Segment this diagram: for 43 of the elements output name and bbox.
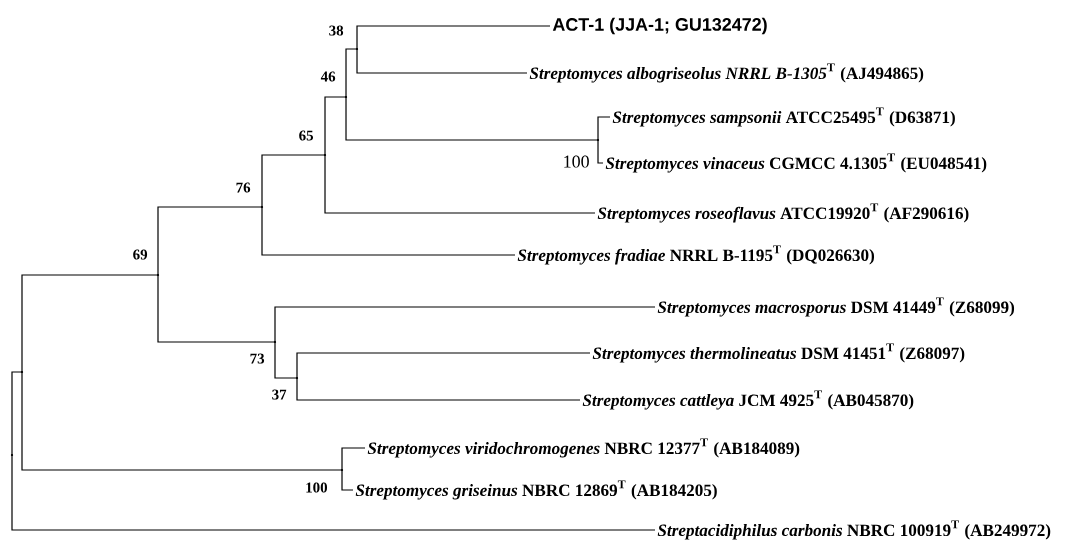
tree-branch — [11, 371, 23, 456]
taxon-label: Streptomyces sampsonii ATCC25495$^{T}$ (D63871) — [612, 107, 955, 127]
tree-branch — [274, 306, 656, 343]
tree-branch — [296, 377, 581, 401]
bootstrap-value: 69 — [133, 249, 148, 260]
bootstrap-value: 65 — [299, 130, 314, 141]
tree-branch — [274, 341, 298, 379]
tree-branch — [157, 274, 276, 343]
tree-branch — [341, 447, 366, 471]
taxon-label: Streptomyces cattleya JCM 4925$^{T}$ (AB045870) — [582, 390, 914, 410]
bootstrap-value: 73 — [250, 353, 265, 364]
tree-branch — [341, 469, 354, 491]
tree-branch — [157, 206, 263, 276]
taxon-label: Streptomyces fradiae NRRL B-1195$^{T}$ (DQ026630) — [517, 245, 875, 265]
tree-branch — [597, 116, 611, 141]
taxon-label: Streptacidiphilus carbonis NBRC 100919$^{T}$ (AB249972) — [657, 520, 1051, 540]
bootstrap-value: 38 — [329, 25, 344, 36]
bootstrap-value: 37 — [272, 389, 287, 400]
tree-branch — [261, 206, 516, 256]
tree-branch — [11, 454, 656, 531]
taxon-label: Streptomyces viridochromogenes NBRC 12377$^{T}$ (AB184089) — [367, 438, 800, 458]
tree-branch — [356, 25, 551, 50]
tree-branch — [345, 48, 358, 98]
tree-branch — [296, 352, 591, 379]
tree-branch — [21, 274, 159, 373]
taxon-label: Streptomyces thermolineatus DSM 41451$^{T}$ (Z68097) — [592, 343, 965, 363]
tree-branch — [21, 371, 343, 471]
tree-branch — [597, 139, 604, 164]
bootstrap-value: 46 — [320, 71, 336, 82]
taxon-label: ACT-1 (JJA-1; GU132472) — [552, 17, 767, 35]
taxon-label: Streptomyces albogriseolus NRRL B-1305$^{T}$ (AJ494865) — [529, 63, 924, 83]
taxon-label: Streptomyces vinaceus CGMCC 4.1305$^{T}$ (EU048541) — [605, 153, 987, 173]
tree-branch — [324, 96, 347, 156]
taxon-label: Streptomyces roseoflavus ATCC19920$^{T}$ (AF290616) — [597, 203, 969, 223]
bootstrap-value: 76 — [236, 182, 251, 193]
tree-branch — [324, 154, 596, 214]
bootstrap-value: 100 — [306, 482, 328, 493]
taxon-label: Streptomyces griseinus NBRC 12869$^{T}$ (AB184205) — [355, 480, 717, 500]
tree-branch — [261, 154, 326, 208]
tree-branch — [356, 48, 528, 74]
taxon-label: Streptomyces macrosporus DSM 41449$^{T}$ (Z68099) — [657, 297, 1015, 317]
tree-branch — [345, 96, 599, 141]
bootstrap-value: 100 — [564, 155, 589, 168]
